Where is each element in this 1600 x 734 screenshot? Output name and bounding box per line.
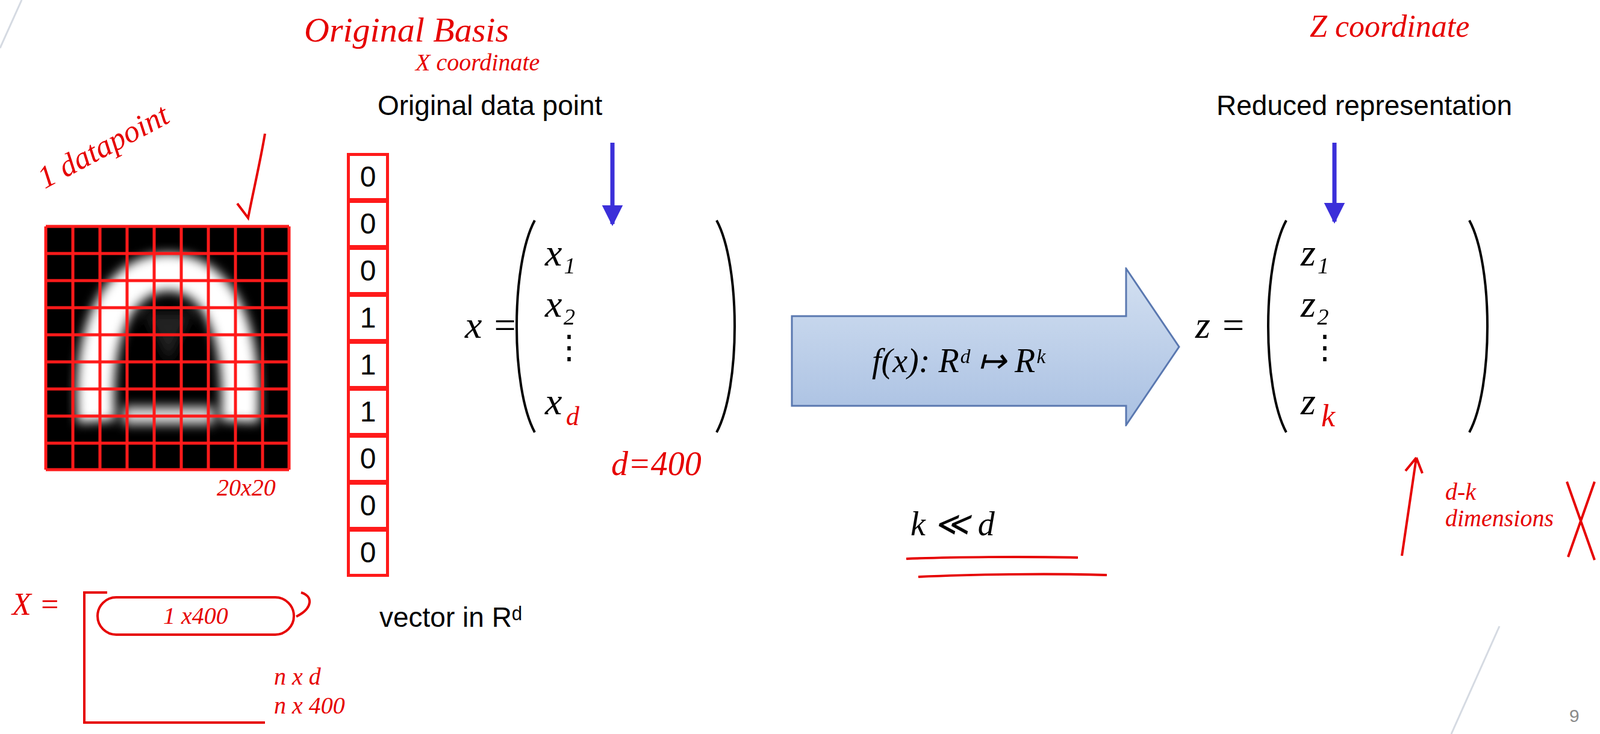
vector-entry: z₂ <box>1300 283 1330 326</box>
handwritten-note: d=400 <box>611 445 702 483</box>
pixel-grid <box>45 226 290 470</box>
vector-cell: 0 <box>346 434 390 483</box>
math-symbol: x = <box>464 304 518 347</box>
vector-entry: x₂ <box>544 283 576 326</box>
handwritten-check <box>237 133 265 218</box>
handwritten-note: Z coordinate <box>1309 9 1470 44</box>
handwritten-note: Original Basis <box>304 10 509 50</box>
handwritten-note: d-k dimensions <box>1445 478 1566 532</box>
pixel-image <box>45 226 290 470</box>
vector-cell: 1 <box>346 293 390 343</box>
vector-cell: 1 <box>346 387 390 436</box>
pixel-value: 1 <box>360 349 377 382</box>
vector-entry: z <box>1300 380 1316 423</box>
caption-label: Reduced representation <box>1216 90 1513 122</box>
handwritten-note: 20x20 <box>216 474 276 502</box>
parenthesis <box>1469 220 1488 433</box>
handwritten-underline <box>906 557 1078 559</box>
handwritten-underline <box>918 574 1107 577</box>
pixel-value: 0 <box>360 490 377 523</box>
handwritten-cross <box>1566 481 1595 561</box>
parenthesis <box>1268 220 1287 433</box>
vector-cell: 0 <box>346 528 390 577</box>
parenthesis <box>516 220 535 433</box>
handwritten-note: X coordinate <box>415 49 540 76</box>
vector-subscript: d <box>566 402 580 432</box>
parenthesis <box>716 220 735 433</box>
math-relation: k ≪ d <box>910 505 995 544</box>
vector-cell: 1 <box>346 340 390 390</box>
vector-cell: 0 <box>346 246 390 296</box>
pointer-arrow <box>610 142 615 225</box>
handwritten-note: 1 datapoint <box>31 96 175 195</box>
handwritten-curl <box>296 592 310 617</box>
vector-entry: z₁ <box>1300 231 1330 274</box>
vector-entry: x <box>544 380 562 423</box>
vector-cell: 0 <box>346 199 390 249</box>
pointer-arrow <box>1332 142 1337 222</box>
vector-ellipsis: ⋮ <box>1308 329 1342 366</box>
vector-subscript: k <box>1321 398 1336 433</box>
pixel-value: 0 <box>360 255 377 288</box>
page-number: 9 <box>1569 705 1580 726</box>
matrix-bracket <box>84 592 265 723</box>
handwritten-note: n x 400 <box>273 692 346 720</box>
pixel-value: 1 <box>360 302 377 335</box>
pixel-value: 0 <box>360 443 377 476</box>
caption-label: Original data point <box>377 90 603 122</box>
slide-decoration <box>0 0 22 49</box>
pixel-value: 1 <box>360 396 377 429</box>
mapping-arrow: f(x): Rᵈ ↦ Rᵏ <box>790 267 1181 427</box>
slide-decoration <box>1451 626 1500 734</box>
node-text: 1 x400 <box>163 602 229 630</box>
node-text: f(x): Rᵈ ↦ Rᵏ <box>871 342 1045 380</box>
pixel-value: 0 <box>360 208 377 241</box>
handwritten-note: X = <box>12 587 61 622</box>
vector-cell: 0 <box>346 152 390 202</box>
vector-entry: x₁ <box>544 231 576 274</box>
vector-ellipsis: ⋮ <box>552 329 586 366</box>
pixel-value: 0 <box>360 537 377 570</box>
caption-label: vector in Rᵈ <box>379 602 523 633</box>
pixel-value: 0 <box>360 161 377 194</box>
row-vector-box: 1 x400 <box>96 596 296 636</box>
vector-cell: 0 <box>346 481 390 530</box>
handwritten-note: n x d <box>273 663 321 691</box>
handwritten-arrow <box>1401 457 1423 556</box>
math-symbol: z = <box>1195 304 1246 347</box>
